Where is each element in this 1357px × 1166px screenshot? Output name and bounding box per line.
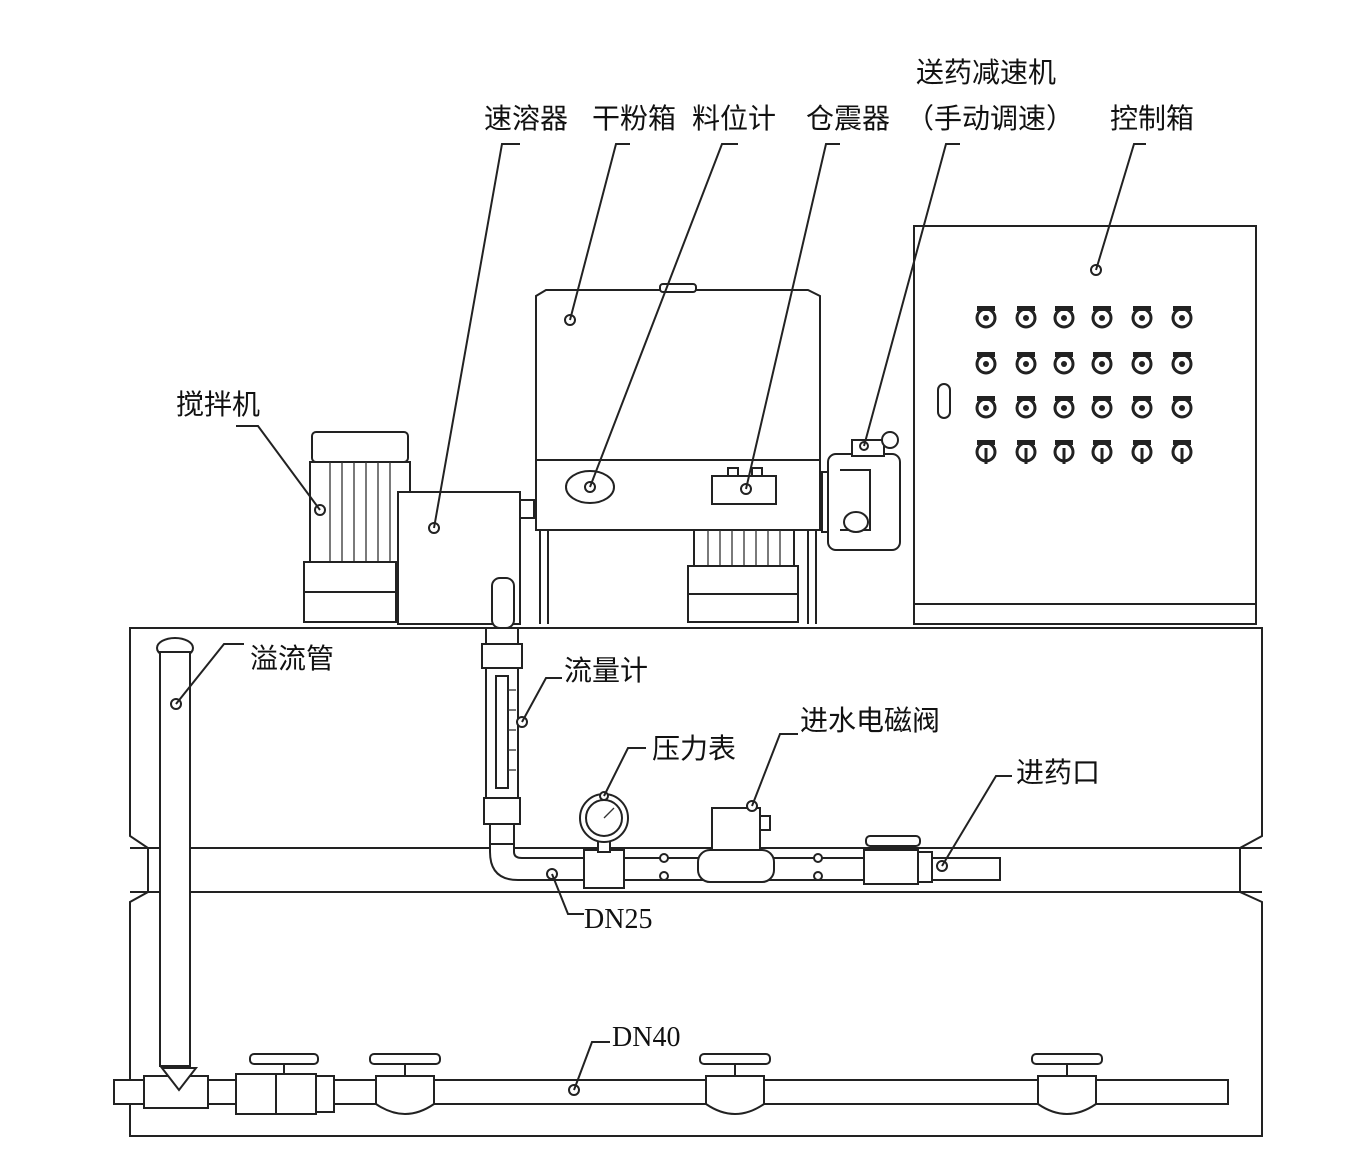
label-overflow-pipe: 溢流管 <box>250 642 334 675</box>
label-vibrator: 仓震器 <box>806 102 890 135</box>
label-dn40: DN40 <box>612 1022 680 1053</box>
control-knob-icon <box>1015 352 1037 375</box>
control-knob-icon <box>1053 396 1075 419</box>
label-pressure-gauge: 压力表 <box>652 732 736 765</box>
control-box <box>913 225 1257 625</box>
control-knob-icon <box>1091 440 1113 464</box>
dry-powder-box <box>535 283 821 624</box>
pump-motor <box>687 529 799 623</box>
control-knob-icon <box>975 352 997 375</box>
control-knob-icon <box>1091 396 1113 419</box>
leader-lines <box>175 143 1146 1091</box>
control-knob-icon <box>1015 306 1037 329</box>
mixer <box>303 431 411 623</box>
dn40-pipe <box>113 1053 1229 1115</box>
label-control-box: 控制箱 <box>1110 102 1194 135</box>
control-knob-icon <box>1053 352 1075 375</box>
diaphragm-valve-2 <box>699 1053 771 1115</box>
control-knob-icon <box>975 306 997 329</box>
label-dn25: DN25 <box>584 904 652 935</box>
control-knob-icon <box>1015 440 1037 464</box>
control-knob-icon <box>1171 396 1193 419</box>
label-reducer-line1: 送药减速机 <box>916 56 1056 89</box>
label-level-meter: 料位计 <box>692 102 776 135</box>
overflow-pipe <box>156 637 194 1067</box>
label-dissolver: 速溶器 <box>484 102 568 135</box>
label-powder-box: 干粉箱 <box>592 102 676 135</box>
label-reducer-line2: （手动调速） <box>906 102 1074 135</box>
dissolver <box>397 491 535 625</box>
label-dosing-inlet: 进药口 <box>1016 756 1100 789</box>
dosing-reducer <box>821 431 901 551</box>
tank <box>129 627 1263 1137</box>
control-knob-icon <box>1171 440 1193 464</box>
control-knob-icon <box>1091 352 1113 375</box>
control-knob-icon <box>1171 352 1193 375</box>
control-knob-icon <box>1053 306 1075 329</box>
diaphragm-valve-1 <box>369 1053 441 1115</box>
control-knob-icon <box>1131 440 1153 464</box>
dn25-water-line <box>489 791 1001 889</box>
control-knob-icon <box>975 396 997 419</box>
labels: 速溶器 干粉箱 料位计 仓震器 送药减速机 （手动调速） 控制箱 搅拌机 溢流管… <box>176 56 1194 1053</box>
control-knob-icon <box>1171 306 1193 329</box>
control-knob-icon <box>975 440 997 464</box>
control-knob-icon <box>1015 396 1037 419</box>
label-flowmeter: 流量计 <box>564 654 648 687</box>
diaphragm-valve-3 <box>1031 1053 1103 1115</box>
control-knob-icon <box>1091 306 1113 329</box>
control-knob-icon <box>1131 306 1153 329</box>
control-knob-icon <box>1131 396 1153 419</box>
control-knob-icon <box>1053 440 1075 464</box>
control-knobs <box>975 306 1193 464</box>
label-solenoid-valve: 进水电磁阀 <box>800 704 940 737</box>
control-knob-icon <box>1131 352 1153 375</box>
label-mixer: 搅拌机 <box>176 388 260 421</box>
